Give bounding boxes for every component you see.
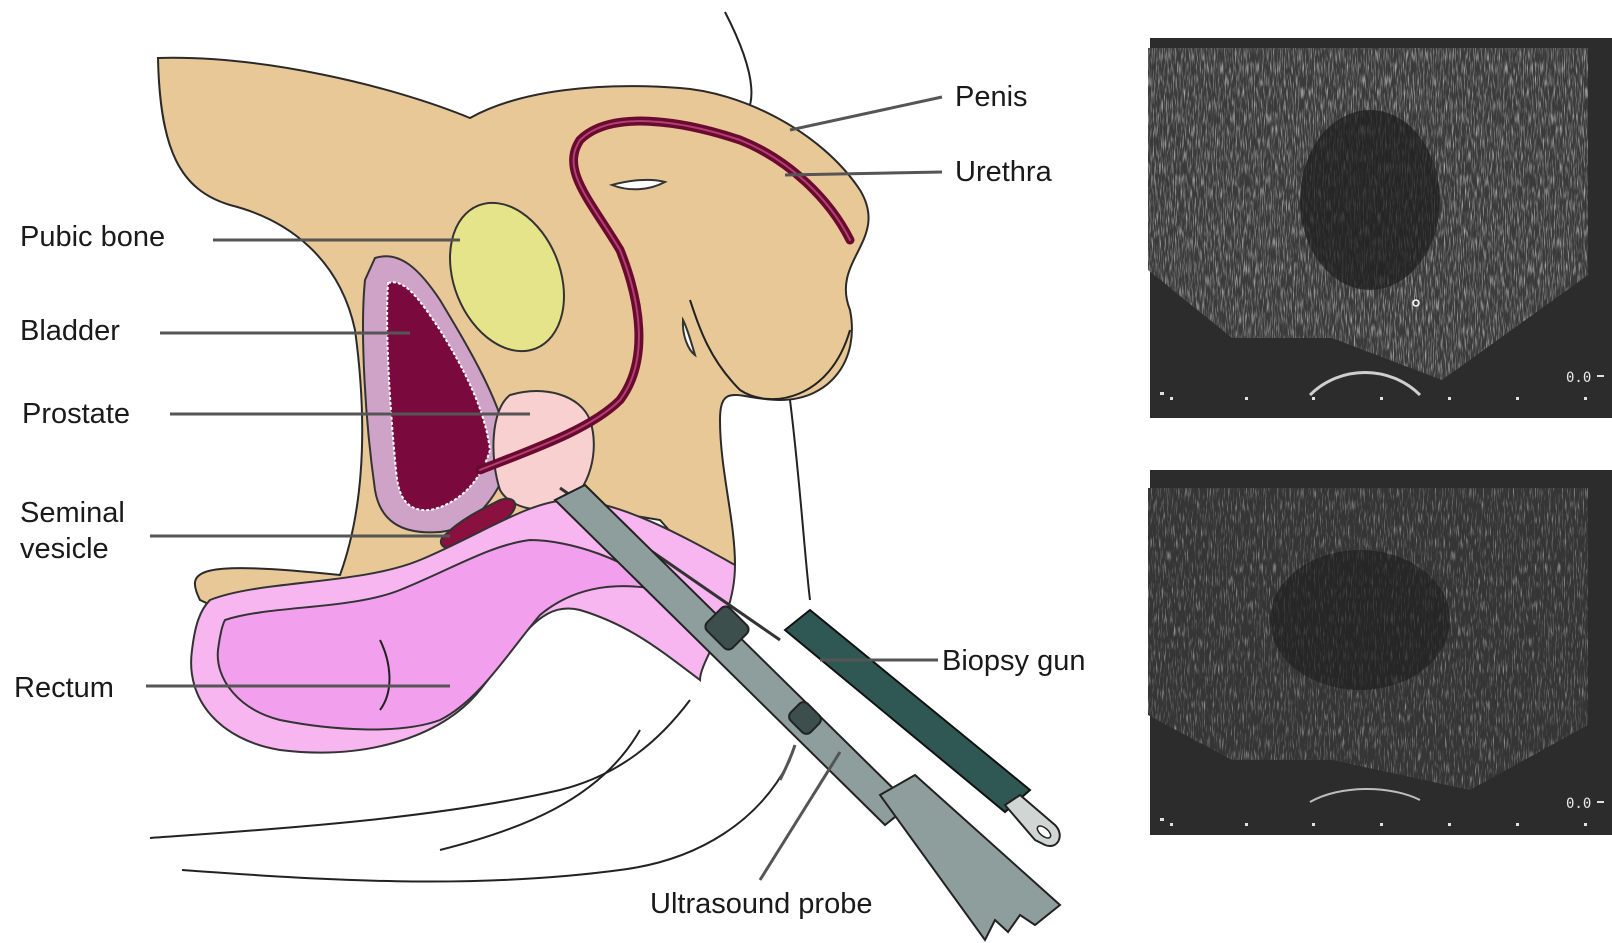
ultrasound-image-1: 0.0	[1148, 38, 1612, 418]
scan-1-depth-readout: 0.0	[1566, 370, 1591, 386]
scan-2-depth-readout: 0.0	[1566, 796, 1591, 812]
label-bladder: Bladder	[20, 315, 120, 347]
label-vesicle: vesicle	[20, 533, 109, 565]
instruments	[555, 485, 1060, 940]
ultrasound-probe-shape	[555, 485, 1060, 940]
label-prostate: Prostate	[22, 398, 130, 430]
ultrasound-image-2: 0.0	[1148, 470, 1612, 835]
skin-outline-lower-2	[182, 760, 790, 882]
anatomy-illustration	[150, 12, 869, 882]
label-rectum: Rectum	[14, 672, 114, 704]
label-seminal: Seminal	[20, 497, 125, 529]
label-urethra: Urethra	[955, 156, 1053, 188]
label-penis: Penis	[955, 81, 1028, 113]
scrotum-line	[790, 400, 810, 600]
label-pubic-bone: Pubic bone	[20, 221, 165, 253]
label-ultrasound-probe: Ultrasound probe	[650, 888, 872, 920]
buttock-line	[440, 730, 640, 850]
label-biopsy-gun: Biopsy gun	[942, 645, 1086, 677]
